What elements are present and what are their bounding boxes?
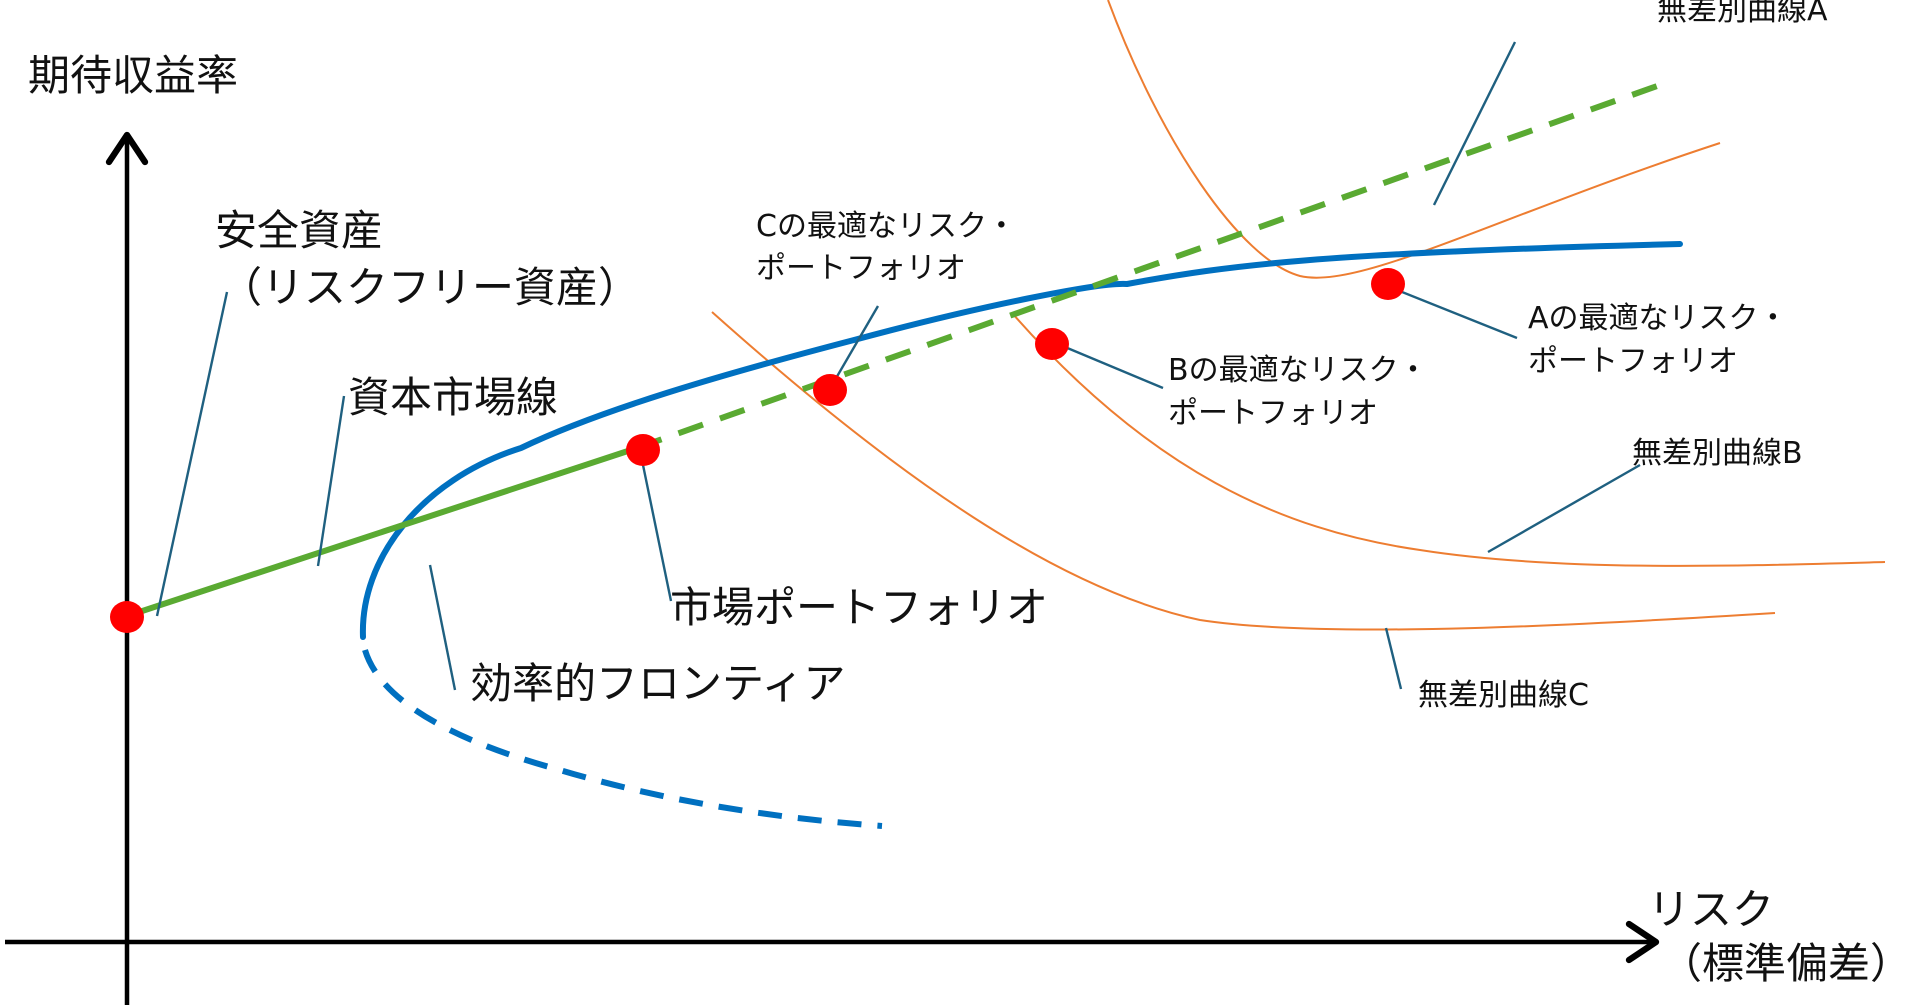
- indifference-curve-c: [711, 311, 1776, 631]
- capital-market-line-dashed: [635, 82, 1662, 451]
- risk-free-label-line1: 安全資産: [215, 206, 384, 255]
- leader-optimal-b: [1052, 340, 1164, 390]
- optimal-c-label-line2: ポートフォリオ: [756, 251, 966, 286]
- indiff-c-label: 無差別曲線C: [1418, 678, 1589, 713]
- risk-free-point: [110, 601, 144, 633]
- efficient-frontier-label: 効率的フロンティア: [470, 659, 846, 708]
- indiff-b-label: 無差別曲線B: [1632, 436, 1803, 471]
- market-portfolio-label: 市場ポートフォリオ: [670, 583, 1049, 632]
- leader-optimal-a: [1396, 288, 1518, 340]
- leader-indiff-c: [1384, 627, 1403, 690]
- indifference-curve-a: [1107, 0, 1721, 279]
- optimal-b-label-line2: ポートフォリオ: [1168, 396, 1378, 431]
- optimal-c-point: [813, 374, 847, 406]
- leader-indiff-a: [1432, 41, 1517, 206]
- indiff-a-label: 無差別曲線A: [1657, 0, 1828, 28]
- optimal-b-label-line1: Bの最適なリスク・: [1168, 353, 1428, 388]
- leader-cml: [316, 395, 346, 567]
- optimal-a-label-line1: Aの最適なリスク・: [1528, 301, 1788, 336]
- leader-lines: [155, 41, 1641, 691]
- leader-risk-free: [155, 291, 229, 617]
- capital-market-line-solid: [126, 445, 638, 619]
- optimal-b-point: [1035, 328, 1069, 360]
- optimal-a-label-line2: ポートフォリオ: [1528, 344, 1738, 379]
- y-axis-label: 期待収益率: [28, 51, 239, 100]
- risk-free-label-line2: （リスクフリー資産）: [220, 263, 641, 312]
- x-axis-label-line1: リスク: [1648, 885, 1775, 934]
- indifference-curve-b: [1011, 312, 1886, 567]
- x-axis-label-line2: （標準偏差）: [1660, 939, 1913, 988]
- leader-market-portfolio: [641, 464, 673, 602]
- leader-indiff-b: [1487, 463, 1641, 554]
- leader-efficient-frontier: [428, 564, 457, 691]
- cml-label: 資本市場線: [348, 373, 559, 422]
- efficient-frontier-dashed: [362, 649, 883, 829]
- market-portfolio-point: [626, 434, 660, 466]
- efficient-frontier-solid: [359, 241, 1683, 640]
- optimal-a-point: [1371, 268, 1405, 300]
- optimal-c-label-line1: Cの最適なリスク・: [756, 209, 1017, 244]
